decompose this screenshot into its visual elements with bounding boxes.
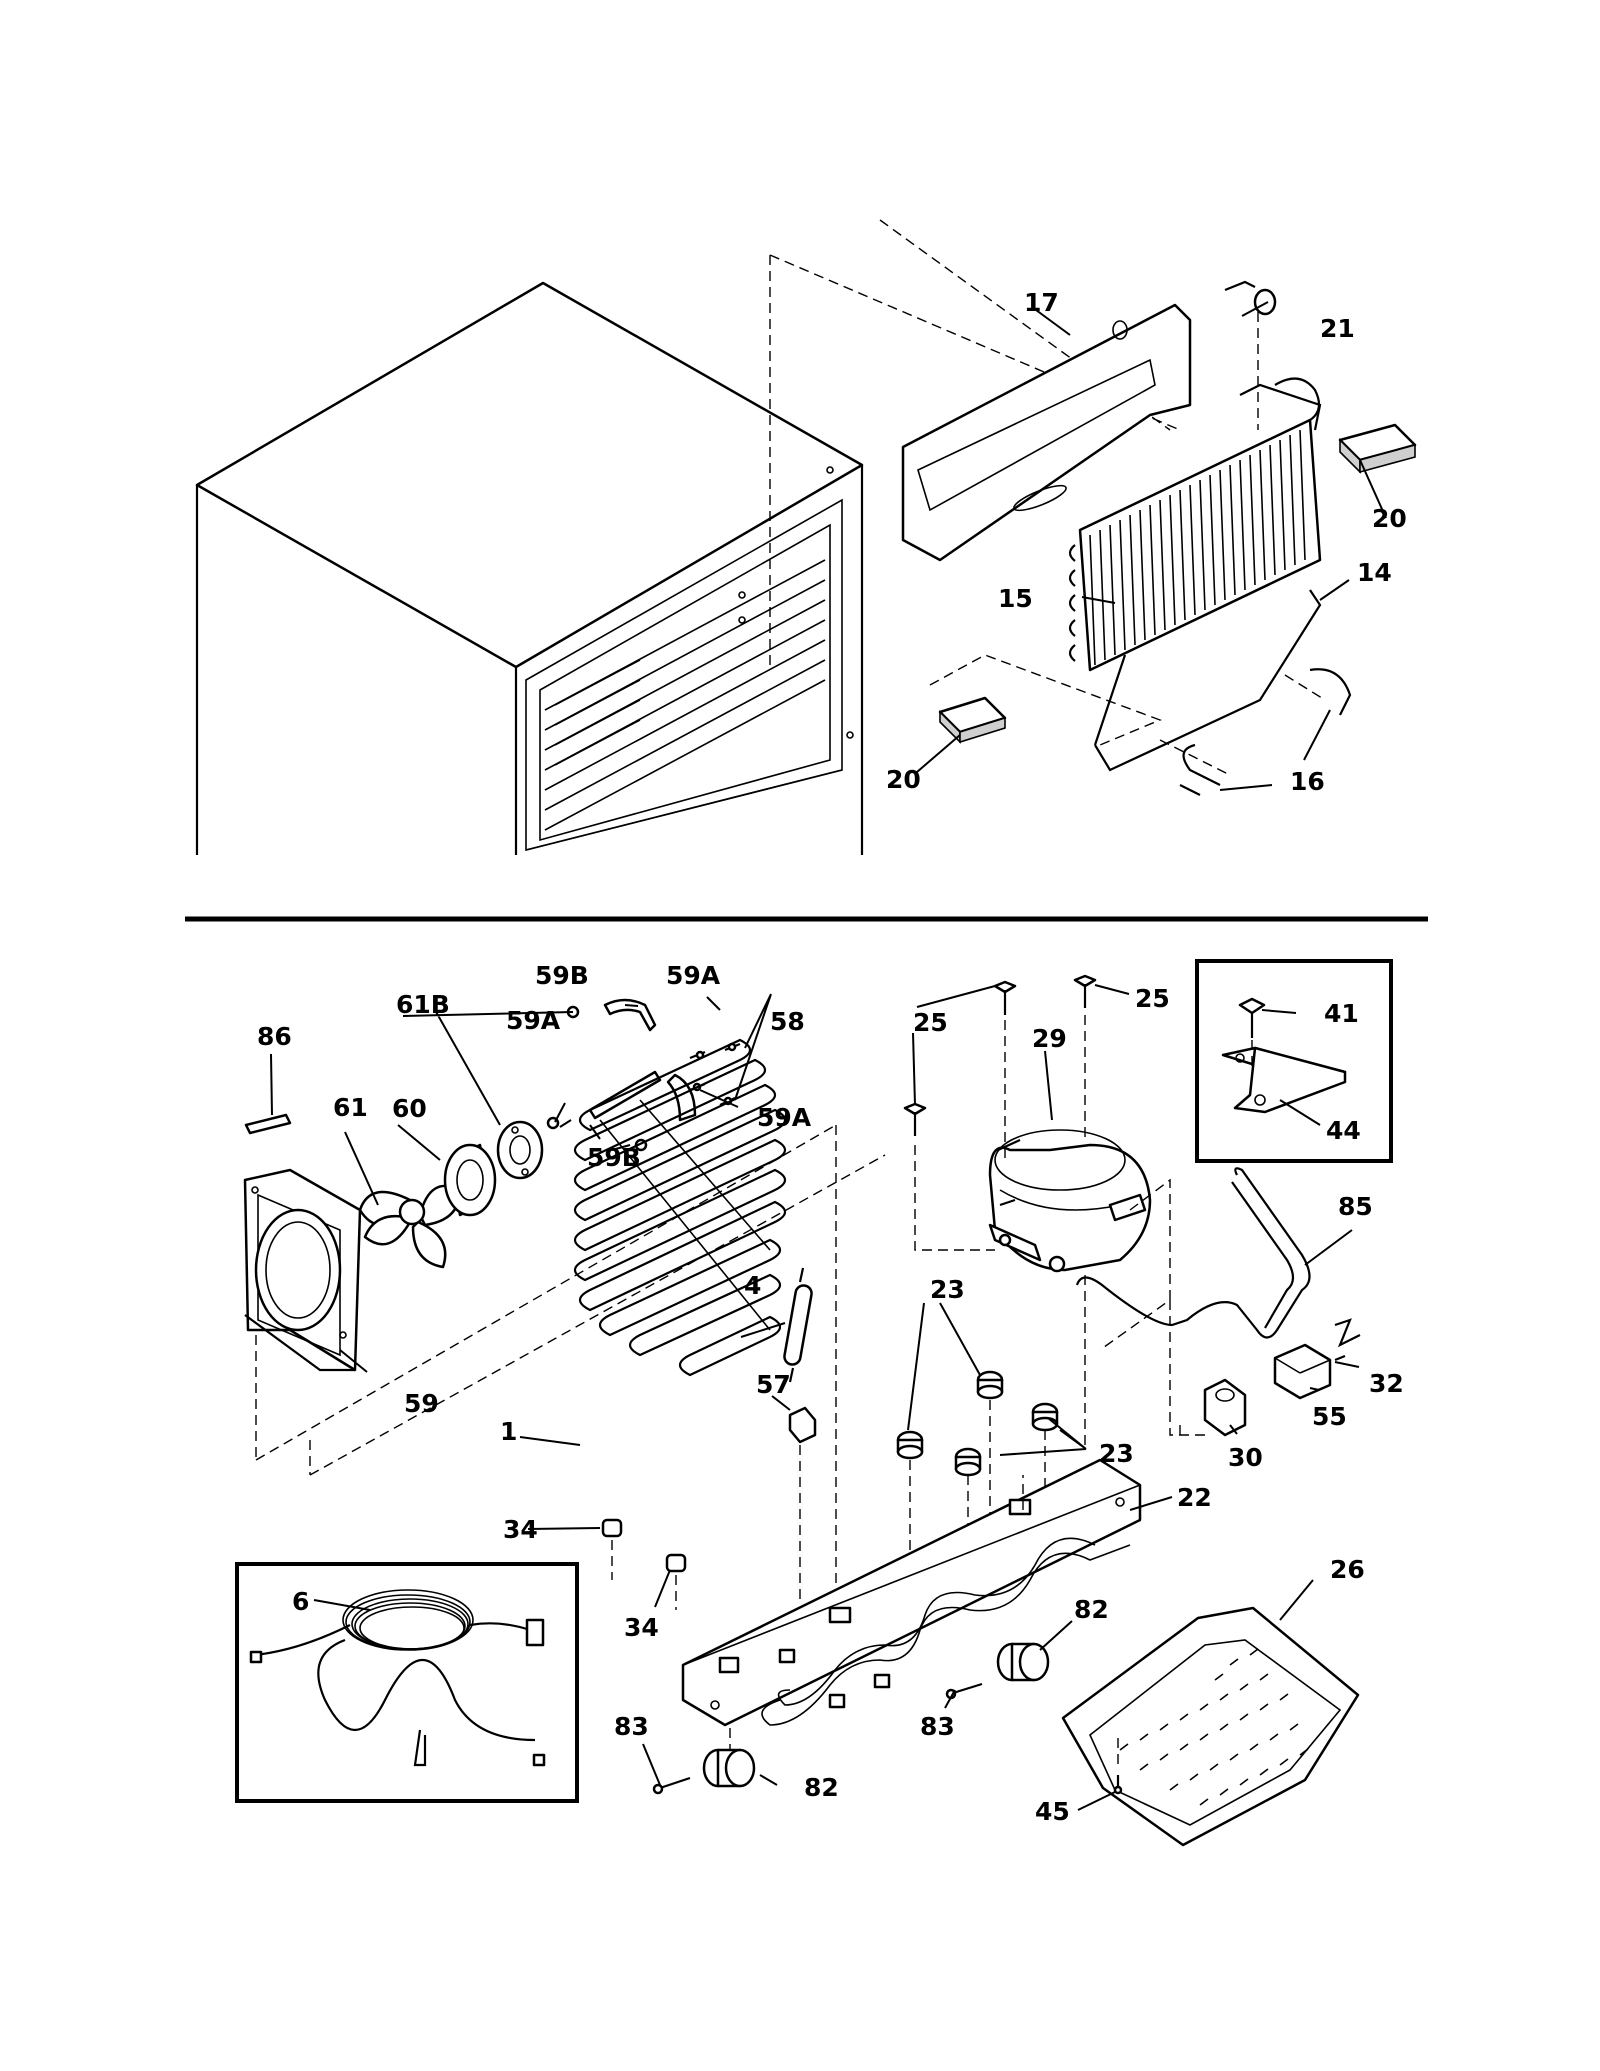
callout-41: 41 <box>1324 999 1359 1028</box>
callout-59b-bottom: 59B <box>587 1143 641 1172</box>
grommet-34-b <box>665 1553 687 1573</box>
callout-23-top: 23 <box>930 1275 965 1304</box>
callout-6: 6 <box>292 1587 309 1616</box>
callout-22: 22 <box>1177 1483 1212 1512</box>
clip-16 <box>1159 668 1352 796</box>
callout-83-right: 83 <box>920 1712 955 1741</box>
callout-1: 1 <box>500 1417 517 1446</box>
callout-16: 16 <box>1290 767 1325 796</box>
callout-26: 26 <box>1330 1555 1365 1584</box>
callout-20-bottom: 20 <box>886 765 921 794</box>
grommets-59b <box>546 1005 648 1152</box>
foot-82-left <box>702 1748 756 1788</box>
callout-labels: 17 21 20 15 14 20 16 59B 59A 61B 59A 58 … <box>257 288 1407 1826</box>
callout-59a-bottom: 59A <box>757 1103 812 1132</box>
overload-55 <box>1273 1343 1332 1400</box>
callout-86: 86 <box>257 1022 292 1051</box>
power-cord-6 <box>249 1589 546 1767</box>
callout-14: 14 <box>1357 558 1392 587</box>
callout-21: 21 <box>1320 314 1355 343</box>
screws-25 <box>903 974 1097 1136</box>
clip-32 <box>1334 1318 1361 1362</box>
base-plate-22 <box>681 1458 1142 1727</box>
callout-59a-top: 59A <box>666 961 721 990</box>
callout-20-top: 20 <box>1372 504 1407 533</box>
callout-32: 32 <box>1369 1369 1404 1398</box>
bracket-59a <box>588 998 697 1122</box>
inset-box-upper <box>1195 959 1393 1163</box>
callout-30: 30 <box>1228 1443 1263 1472</box>
grommets-23 <box>896 1370 1059 1477</box>
compressor-29 <box>988 1129 1152 1273</box>
callout-29: 29 <box>1032 1024 1067 1053</box>
callout-17: 17 <box>1024 288 1059 317</box>
callout-34-b: 34 <box>624 1613 659 1642</box>
drier-21 <box>1224 280 1277 430</box>
cabinet-illustration <box>195 281 864 855</box>
callout-60: 60 <box>392 1094 427 1123</box>
callout-57: 57 <box>756 1370 791 1399</box>
callout-59b-top: 59B <box>535 961 589 990</box>
callout-85: 85 <box>1338 1192 1373 1221</box>
callout-25-top: 25 <box>1135 984 1170 1013</box>
screw-41 <box>1238 997 1266 1038</box>
clip-57 <box>788 1406 817 1444</box>
relay-30 <box>1203 1378 1247 1437</box>
callout-82-right: 82 <box>1074 1595 1109 1624</box>
motor-bracket-61b <box>496 1120 544 1180</box>
clip-86 <box>244 1113 292 1135</box>
callout-44: 44 <box>1326 1116 1361 1145</box>
grommet-34-a <box>601 1518 623 1538</box>
condenser-coil-15 <box>1068 377 1322 672</box>
callout-61b: 61B <box>396 990 450 1019</box>
callout-15: 15 <box>998 584 1033 613</box>
pad-20-bottom <box>929 654 1162 746</box>
callout-58: 58 <box>770 1007 805 1036</box>
screws-83 <box>652 1682 983 1795</box>
bracket-14 <box>1093 589 1322 772</box>
callout-45: 45 <box>1035 1797 1070 1826</box>
fan-motor-60 <box>443 1143 497 1217</box>
callout-34-a: 34 <box>503 1515 538 1544</box>
inset-box-lower <box>235 1562 579 1803</box>
condenser-cover-17 <box>901 303 1192 562</box>
callout-55: 55 <box>1312 1402 1347 1431</box>
callout-61: 61 <box>333 1093 368 1122</box>
callout-82-left: 82 <box>804 1773 839 1802</box>
tube-85 <box>1075 1167 1311 1339</box>
callout-23-bottom: 23 <box>1099 1439 1134 1468</box>
drier-4 <box>783 1267 813 1383</box>
callout-59a-mid: 59A <box>506 1006 561 1035</box>
pad-20-top <box>1338 423 1417 474</box>
foot-82-right <box>996 1642 1050 1682</box>
callout-83-left: 83 <box>614 1712 649 1741</box>
bracket-44 <box>1221 1046 1347 1114</box>
callout-25-mid: 25 <box>913 1008 948 1037</box>
callout-59: 59 <box>404 1389 439 1418</box>
drain-pan-26 <box>1061 1606 1360 1847</box>
screw-45 <box>1113 1775 1123 1795</box>
callout-4: 4 <box>744 1271 761 1300</box>
fan-shroud-59 <box>243 1168 362 1372</box>
